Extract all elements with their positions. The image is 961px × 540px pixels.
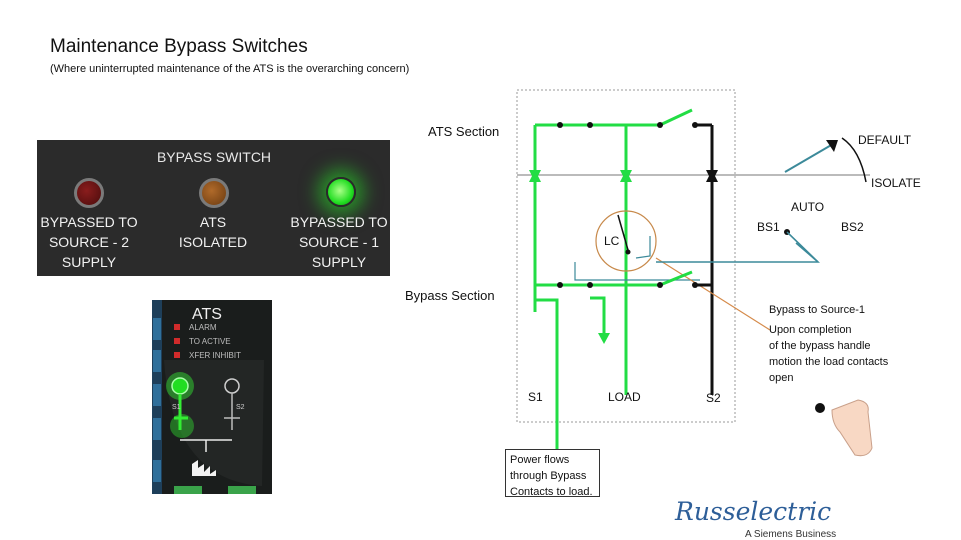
xfer-inhibit-indicator-icon bbox=[174, 352, 180, 358]
logo-tagline: A Siemens Business bbox=[745, 529, 837, 540]
ats-isolated-lamp bbox=[199, 178, 229, 208]
to-active-indicator-label: TO ACTIVE bbox=[189, 337, 231, 346]
ats-isolated-label: ATS ISOLATED bbox=[178, 214, 248, 250]
power-note-leader bbox=[533, 298, 559, 450]
bs1-link-line bbox=[656, 242, 821, 263]
ats-panel-s1-label: S1 bbox=[172, 404, 181, 411]
factory-load-icon bbox=[192, 460, 216, 476]
russelectric-logo: Russelectric bbox=[675, 497, 832, 526]
bs2-label: BS2 bbox=[841, 220, 864, 234]
page-subtitle: (Where uninterrupted maintenance of the … bbox=[50, 63, 410, 75]
ats-s1-contact bbox=[659, 108, 693, 127]
alarm-indicator-icon bbox=[174, 324, 180, 330]
load-label: LOAD bbox=[608, 390, 641, 404]
power-flow-note: Power flows through Bypass Contacts to l… bbox=[510, 454, 593, 498]
load-arrow-down-icon bbox=[620, 170, 632, 182]
to-active-indicator-icon bbox=[174, 338, 180, 344]
lc-contact-icon bbox=[617, 214, 629, 251]
alarm-indicator-label: ALARM bbox=[189, 323, 217, 332]
selector-handle bbox=[784, 143, 834, 173]
bypass-note-title: Bypass to Source-1 bbox=[769, 304, 865, 316]
ats-section-label: ATS Section bbox=[428, 124, 500, 139]
switch-enclosure-outline bbox=[516, 89, 736, 423]
bypass-power-path bbox=[590, 296, 606, 335]
s2-arrow-down-icon bbox=[706, 170, 718, 182]
bypass-note-body: Upon completion of the bypass handle mot… bbox=[769, 324, 889, 384]
bypassed-source-1-label: BYPASSED TO SOURCE - 1 SUPPLY bbox=[290, 214, 388, 270]
bypass-s1-contact bbox=[659, 270, 693, 287]
bypass-section-label: Bypass Section bbox=[405, 288, 495, 303]
ats-contact-points bbox=[557, 122, 698, 128]
s1-label: S1 bbox=[528, 390, 543, 404]
bypassed-source-2-label: BYPASSED TO SOURCE - 2 SUPPLY bbox=[40, 214, 138, 270]
ats-section-bus bbox=[533, 123, 660, 395]
s2-label: S2 bbox=[706, 391, 721, 405]
ats-panel-title: ATS bbox=[192, 306, 222, 323]
lc-label: LC bbox=[604, 234, 620, 248]
bypassed-source-1-lamp bbox=[326, 177, 356, 207]
auto-label: AUTO bbox=[791, 200, 825, 214]
selector-arc bbox=[841, 137, 867, 183]
isolate-label: ISOLATE bbox=[871, 176, 921, 190]
handle-point bbox=[815, 403, 825, 413]
ats-panel-s2-label: S2 bbox=[236, 404, 245, 411]
bs1-label: BS1 bbox=[757, 220, 780, 234]
selector-arrow-icon bbox=[826, 140, 838, 152]
bypass-note-leader bbox=[655, 257, 771, 331]
hand-pointer-icon bbox=[831, 399, 873, 457]
bypass-panel-title: BYPASS SWITCH bbox=[156, 149, 272, 165]
ats-controller-panel: ATS ALARM TO ACTIVE XFER INHIBIT S1 S2 bbox=[152, 300, 272, 494]
power-flow-note-box: Power flows through Bypass Contacts to l… bbox=[505, 449, 600, 498]
bypass-flow-arrow-icon bbox=[598, 333, 610, 344]
s1-arrow-down-icon bbox=[529, 170, 541, 182]
ats-panel-graphic bbox=[152, 300, 264, 494]
default-label: DEFAULT bbox=[858, 133, 912, 147]
bypass-switch-panel: BYPASS SWITCH BYPASSED TO SOURCE - 2 SUP… bbox=[37, 140, 390, 276]
xfer-inhibit-indicator-label: XFER INHIBIT bbox=[189, 351, 242, 360]
bypassed-source-2-lamp bbox=[74, 178, 104, 208]
lc-coil-circle bbox=[595, 210, 657, 272]
page-title: Maintenance Bypass Switches bbox=[50, 36, 308, 57]
